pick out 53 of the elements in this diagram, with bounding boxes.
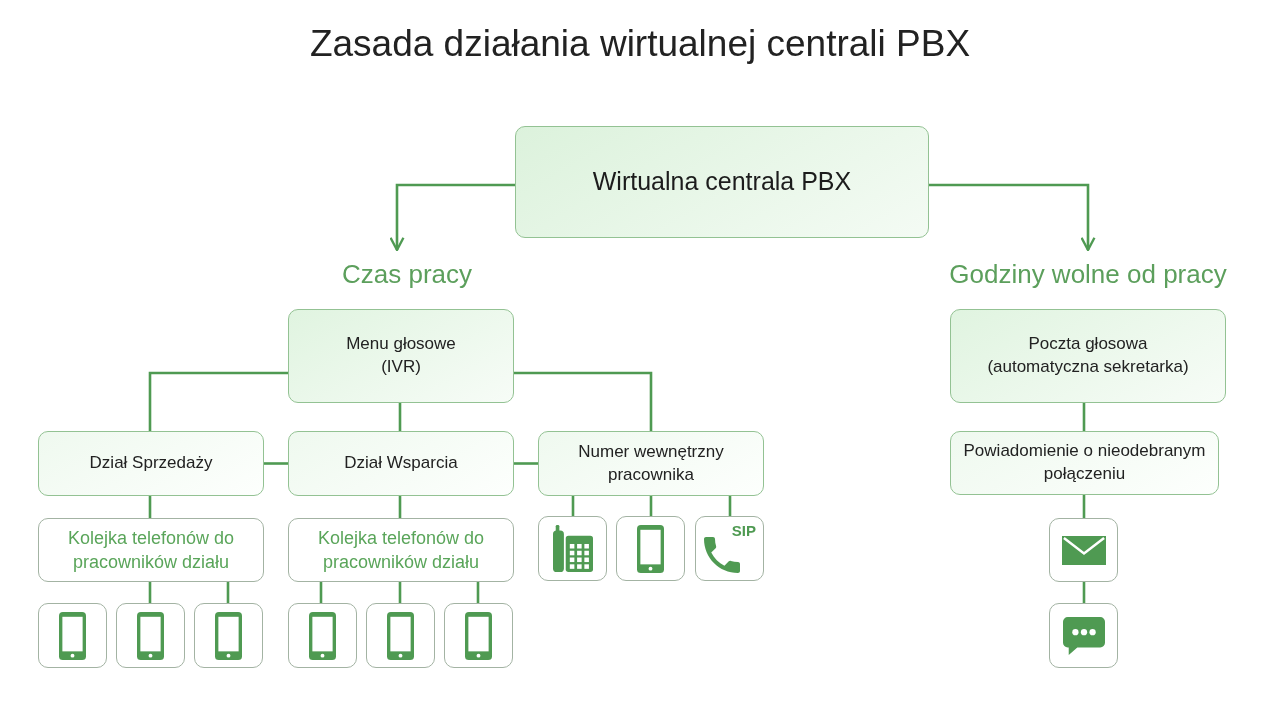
box-label: Menu głosowe (IVR): [345, 333, 457, 378]
connector-line: [148, 582, 152, 603]
connector-line: [1082, 403, 1086, 431]
process-box: [38, 431, 264, 496]
device-tile: [194, 603, 263, 668]
queue-box: [288, 518, 514, 582]
connector-line: [514, 371, 653, 431]
box-label: Poczta głosowa (automatyczna sekretarka): [986, 333, 1190, 378]
menu-box: [288, 309, 514, 403]
icon-caption: SIP: [731, 523, 756, 539]
box-label: Dział Sprzedaży: [89, 452, 213, 475]
menu-box: [950, 309, 1226, 403]
box-label: Dział Wsparcia: [344, 452, 458, 475]
branch-heading: Godziny wolne od pracy: [949, 250, 1227, 298]
process-box: [288, 431, 514, 496]
queue-box: [38, 518, 264, 582]
connector-line: [571, 496, 575, 516]
arrow: [929, 183, 1096, 252]
connector-line: [148, 496, 152, 518]
box-label: Numer wewnętrzny pracownika: [577, 440, 725, 486]
diagram-title: Zasada działania wirtualnej centrali PBX: [309, 22, 971, 66]
arrow: [389, 183, 515, 252]
process-box: [515, 126, 929, 238]
device-tile: [1049, 518, 1118, 582]
connector-line: [1082, 495, 1086, 518]
device-tile: [366, 603, 435, 668]
connector-line: [398, 496, 402, 518]
device-tile: [695, 516, 764, 581]
connector-line: [649, 496, 653, 516]
device-tile: [444, 603, 513, 668]
connector-line: [398, 403, 402, 431]
connector-line: [264, 462, 288, 465]
process-box: [538, 431, 764, 496]
connector-line: [148, 371, 288, 431]
box-label: Powiadomienie o nieodebranym połączeniu: [962, 440, 1207, 485]
device-tile: [1049, 603, 1118, 668]
connector-line: [1082, 582, 1086, 603]
connector-line: [476, 582, 480, 603]
device-tile: [288, 603, 357, 668]
connector-line: [514, 462, 538, 465]
box-label: Kolejka telefonów do pracowników działu: [316, 526, 486, 574]
branch-heading: Czas pracy: [342, 250, 472, 298]
device-tile: [538, 516, 607, 581]
device-tile: [616, 516, 685, 581]
box-label: Kolejka telefonów do pracowników działu: [66, 526, 236, 574]
connector-line: [728, 496, 732, 516]
connector-line: [398, 582, 402, 603]
connector-line: [226, 582, 230, 603]
box-label: Wirtualna centrala PBX: [592, 166, 852, 198]
process-box: [950, 431, 1219, 495]
device-tile: [116, 603, 185, 668]
connector-line: [319, 582, 323, 603]
device-tile: [38, 603, 107, 668]
